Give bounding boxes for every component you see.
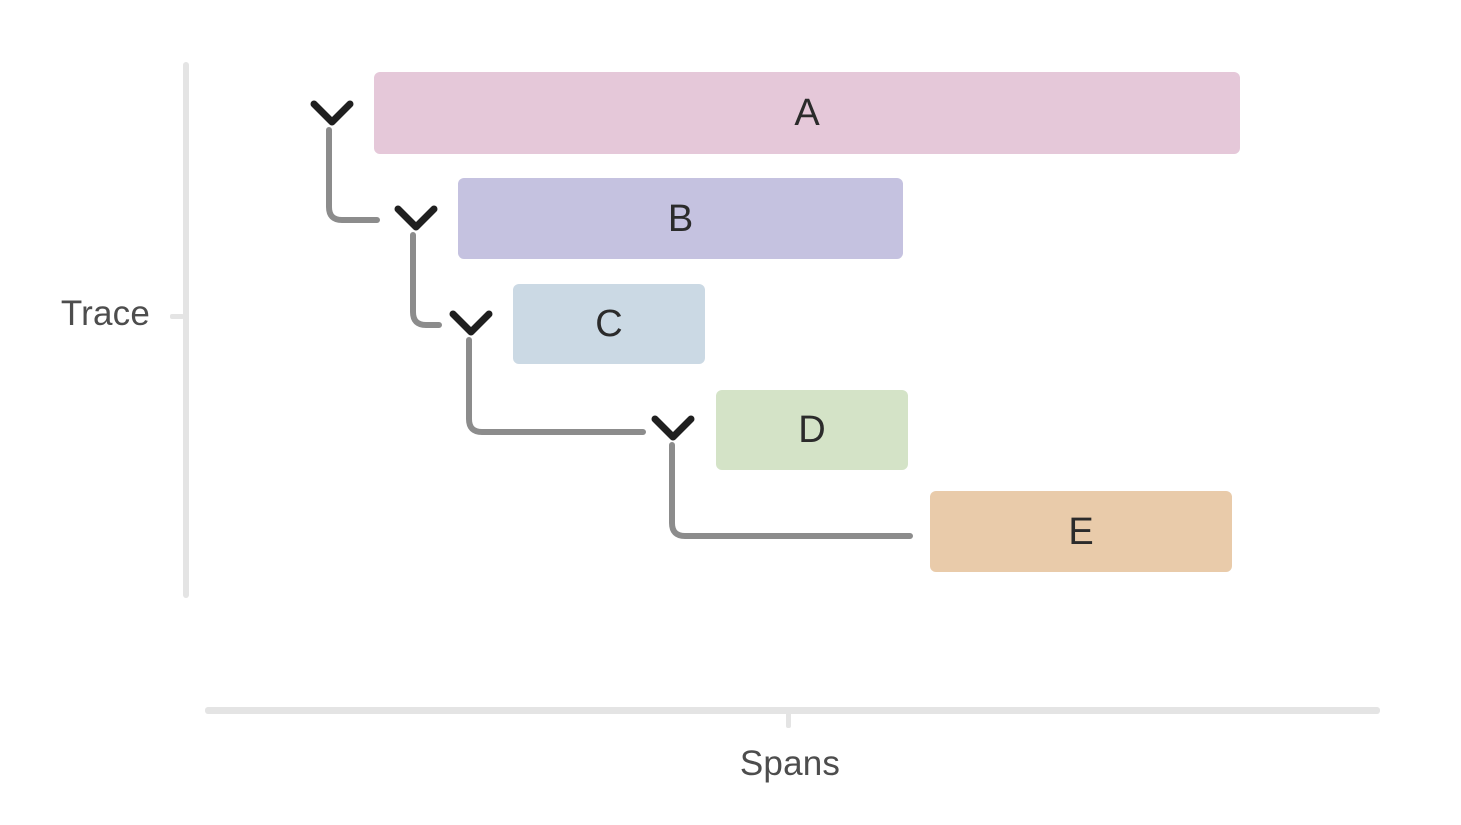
y-axis-label: Trace <box>60 294 150 333</box>
span-connector-b <box>410 232 448 337</box>
span-label-b: B <box>667 197 694 240</box>
span-bar-b[interactable]: B <box>458 178 903 259</box>
chevron-down-icon-b[interactable] <box>394 203 438 233</box>
span-bar-d[interactable]: D <box>716 390 908 470</box>
span-bar-e[interactable]: E <box>930 491 1232 572</box>
y-axis-line <box>183 62 189 598</box>
chevron-down-icon-c[interactable] <box>449 308 493 338</box>
span-label-a: A <box>794 92 820 134</box>
chevron-down-icon-a[interactable] <box>310 98 354 128</box>
y-axis-tick <box>170 314 184 319</box>
span-bar-c[interactable]: C <box>513 284 705 364</box>
span-bar-a[interactable]: A <box>374 72 1240 154</box>
span-label-c: C <box>595 303 623 345</box>
x-axis-tick <box>786 711 791 728</box>
x-axis-label: Spans <box>739 744 841 783</box>
x-axis-line <box>205 707 1380 714</box>
span-label-e: E <box>1068 510 1094 553</box>
chevron-down-icon-d[interactable] <box>651 413 695 443</box>
span-label-d: D <box>798 409 826 451</box>
